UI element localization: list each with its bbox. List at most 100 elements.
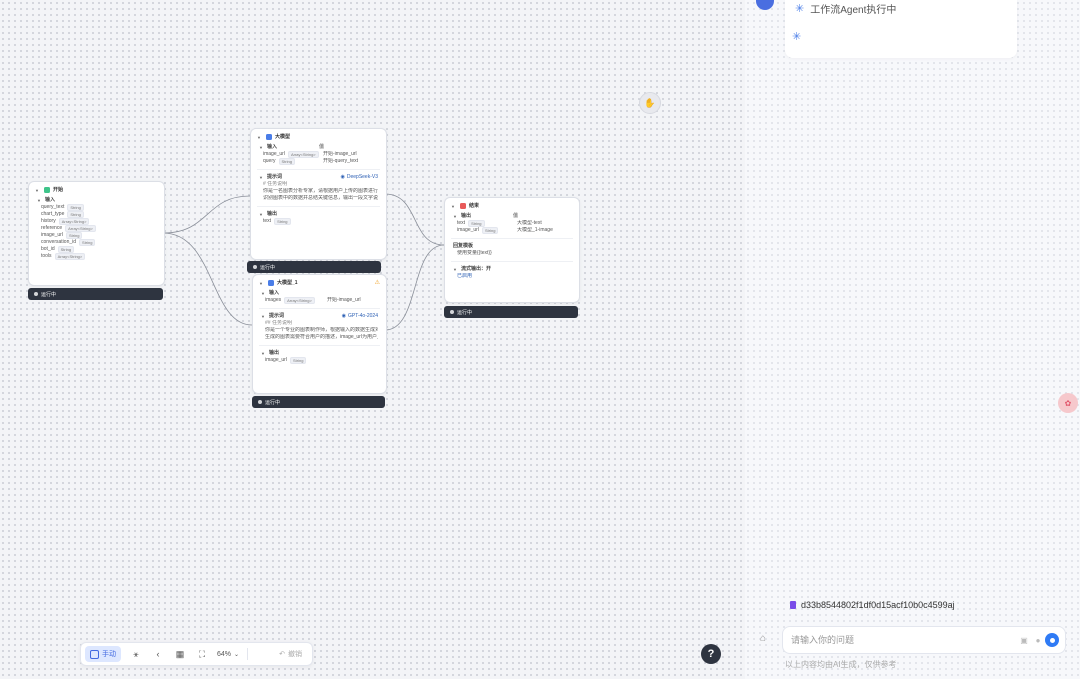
zoom-selector[interactable]: 64% ⌄ (217, 651, 239, 658)
mode-toggle[interactable]: 手动 (85, 646, 121, 662)
collapse-icon[interactable]: ▼ (453, 214, 457, 219)
node-status-bar: 运行中 (28, 288, 163, 300)
fit-view-icon[interactable]: ⛶ (198, 648, 206, 659)
param-type: String (468, 220, 485, 227)
collapse-icon[interactable]: ▼ (35, 187, 39, 193)
send-icon (1049, 637, 1055, 643)
param-name: image_url (265, 357, 287, 363)
model-selector[interactable]: DeepSeek-V3 (346, 174, 378, 180)
ai-disclaimer: 以上内容均由AI生成，仅供参考 (785, 660, 897, 669)
warning-icon: ⚠ (374, 279, 380, 286)
canvas-toolbar: 手动 ⚹ ‹ ▦ ⛶ 64% ⌄ ↶ 撤销 (80, 642, 313, 666)
section-label: 输入 (267, 144, 278, 150)
status-text: 运行中 (260, 264, 276, 271)
assistant-avatar (756, 0, 774, 10)
param-type: Array<String> (58, 218, 90, 225)
section-label: 输出 (267, 211, 278, 217)
model-selector[interactable]: GPT-4o-2024 (347, 313, 378, 319)
chat-message-card: ✳ 工作流Agent执行中 ✳ (785, 0, 1017, 58)
param-name: history (41, 218, 56, 224)
section-label: 提示词 (269, 313, 285, 319)
param-type: String (289, 357, 307, 364)
divider (259, 308, 380, 309)
param-name: chart_type (41, 211, 65, 217)
stream-setting[interactable]: 已启用 (457, 273, 473, 279)
param-type: String (481, 227, 499, 234)
collapse-icon[interactable]: ▼ (451, 203, 455, 209)
history-icon[interactable]: ⌂ (760, 633, 767, 644)
assistant-float-icon[interactable]: ✿ (1058, 393, 1078, 413)
image-upload-icon[interactable]: ▣ (1020, 635, 1028, 645)
status-text: 运行中 (41, 291, 57, 298)
param-name: images (265, 297, 282, 303)
connector-icon[interactable]: ‹ (156, 649, 160, 659)
divider (259, 345, 380, 346)
node-status-bar: 运行中 (444, 306, 578, 318)
divider (247, 648, 249, 660)
attached-document[interactable]: d33b8544802f1df0d15acf10b0c4599aj (790, 600, 955, 610)
divider (257, 169, 380, 170)
mouse-icon (90, 649, 99, 659)
auto-layout-icon[interactable]: ⚹ (133, 648, 139, 659)
param-type: String (67, 211, 84, 218)
param-value: 大模型-text (517, 220, 542, 226)
param-name: text (457, 220, 466, 226)
collapse-icon[interactable]: ▼ (259, 280, 263, 286)
prompt-line: 识别图表中的数据并总结关键信息，输出一段文字说明，用户会... (263, 195, 378, 201)
loading-spinner-icon: ✳ (792, 31, 802, 43)
divider (451, 238, 573, 239)
node-title: 大模型 (275, 133, 291, 140)
chevron-down-icon: ⌄ (234, 651, 240, 658)
microphone-icon[interactable]: ● (1035, 635, 1041, 645)
chat-panel (745, 0, 1080, 679)
status-icon (253, 265, 257, 269)
collapse-icon[interactable]: ▼ (261, 351, 265, 356)
agent-status: ✳ 工作流Agent执行中 (795, 1, 896, 16)
status-icon (258, 400, 262, 404)
divider (257, 206, 380, 207)
collapse-icon[interactable]: ▼ (259, 145, 263, 150)
param-name: tools (41, 253, 52, 259)
section-label: 流式输出：开 (461, 266, 492, 272)
section-label: 输入 (45, 197, 56, 203)
collapse-icon[interactable]: ▼ (261, 314, 265, 319)
minimap-icon[interactable]: ▦ (175, 648, 185, 659)
chat-input[interactable] (789, 634, 1017, 646)
undo-label: 撤销 (288, 651, 302, 658)
node-title: 结束 (469, 202, 480, 209)
start-node-icon (44, 187, 50, 193)
param-name: conversation_id (41, 239, 77, 245)
undo-button[interactable]: ↶ 撤销 (279, 649, 308, 659)
model-icon: ◉ (340, 174, 345, 180)
param-name: image_url (457, 227, 479, 233)
param-name: image_url (263, 151, 285, 157)
param-name: query_text (41, 204, 65, 210)
undo-icon: ↶ (279, 651, 285, 658)
node-title: 大模型_1 (277, 279, 298, 286)
collapse-icon[interactable]: ▼ (261, 291, 265, 296)
param-value: 开始-image_url (327, 297, 361, 303)
help-button[interactable]: ? (701, 644, 721, 664)
param-type: Array<String> (54, 253, 86, 260)
param-type: Array<String> (287, 151, 319, 158)
collapse-icon[interactable]: ▼ (259, 212, 263, 217)
collapse-icon[interactable]: ▼ (37, 198, 41, 203)
status-icon (34, 292, 38, 296)
param-value: 开始-query_text (323, 158, 359, 164)
collapse-icon[interactable]: ▼ (257, 134, 261, 140)
collapse-icon[interactable]: ▼ (453, 267, 457, 272)
param-value: 开始-image_url (323, 151, 357, 157)
collapse-icon[interactable]: ▼ (259, 175, 263, 180)
chat-input-box[interactable]: ▣ ● (782, 626, 1066, 654)
param-value: 大模型_1-image (517, 227, 553, 233)
cursor-hand-icon[interactable]: ✋ (639, 92, 661, 114)
document-id: d33b8544802f1df0d15acf10b0c4599aj (801, 600, 955, 610)
send-button[interactable] (1045, 633, 1059, 647)
param-name: text (263, 218, 272, 224)
zoom-label: 64% (217, 650, 232, 658)
document-icon (790, 601, 796, 609)
